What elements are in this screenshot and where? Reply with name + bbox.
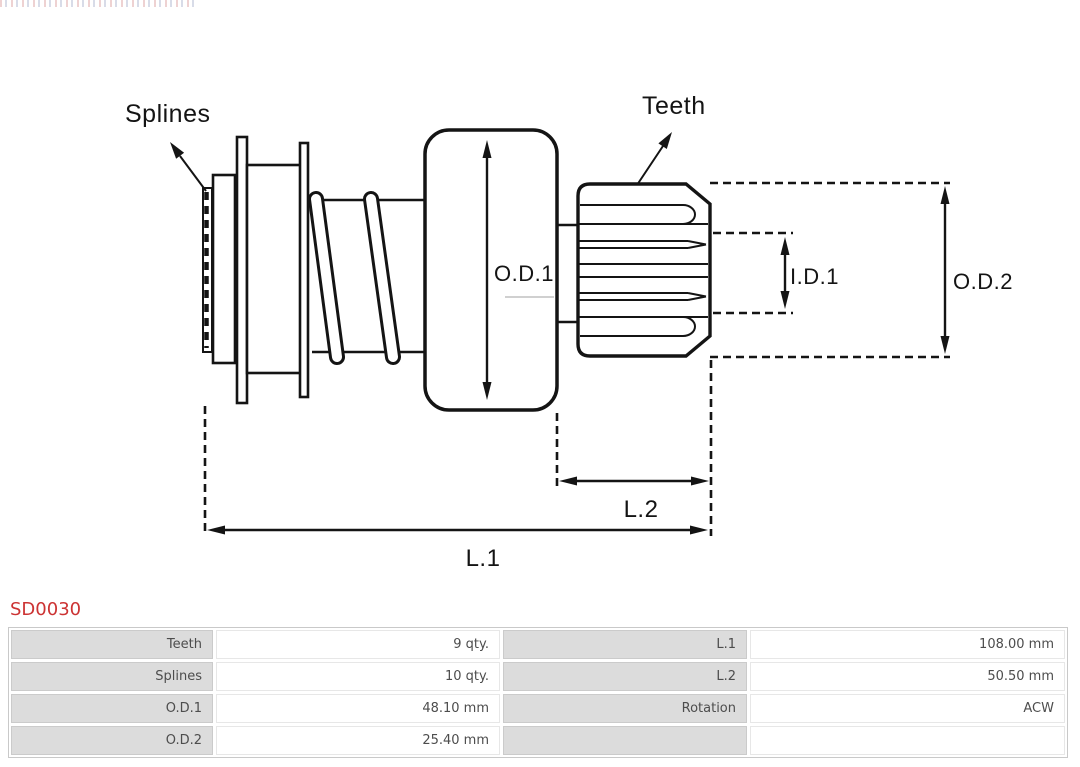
splined-shaft (202, 135, 310, 405)
shaft-neck (556, 223, 579, 324)
teeth-arrowhead (658, 132, 672, 149)
spec-value: 48.10 mm (216, 694, 500, 723)
clutch-body: O.D.1 (423, 128, 559, 412)
od1-dimension-arrow (482, 140, 492, 400)
od2-dimension: O.D.2 (940, 186, 1013, 354)
starter-drive-diagram: O.D.1 Splines (125, 92, 1013, 572)
spec-value: 10 qty. (216, 662, 500, 691)
pinion-teeth (578, 204, 708, 337)
l2-dimension-arrow (559, 476, 709, 486)
label-od2: O.D.2 (953, 269, 1013, 294)
l1-dimension-arrow (207, 525, 708, 535)
l2-dimension: L.2 (559, 476, 709, 523)
spec-value: 25.40 mm (216, 726, 500, 755)
label-od1: O.D.1 (494, 261, 554, 286)
spec-label: L.2 (503, 662, 747, 691)
spec-value: 9 qty. (216, 630, 500, 659)
spec-label: O.D.1 (11, 694, 213, 723)
spec-label: Rotation (503, 694, 747, 723)
spec-value: ACW (750, 694, 1065, 723)
spec-value (750, 726, 1065, 755)
label-teeth: Teeth (642, 92, 706, 120)
teeth-callout: Teeth (636, 92, 706, 186)
part-diagram-svg: O.D.1 Splines (125, 92, 1013, 572)
flange-disc-1 (235, 135, 249, 405)
spec-label: Teeth (11, 630, 213, 659)
spec-label: O.D.2 (11, 726, 213, 755)
cropped-watermark-strip (0, 0, 195, 7)
part-number: SD0030 (10, 599, 82, 620)
spec-value: 50.50 mm (750, 662, 1065, 691)
splines-callout: Splines (125, 100, 211, 192)
spec-value: 108.00 mm (750, 630, 1065, 659)
spring (308, 191, 425, 365)
id1-dimension: I.D.1 (780, 237, 839, 309)
l1-dimension: L.1 (207, 525, 708, 572)
label-id1: I.D.1 (790, 264, 839, 289)
pinion-gear (576, 182, 712, 358)
label-l1: L.1 (466, 545, 501, 572)
flange-disc-2 (298, 141, 310, 399)
splines-arrowhead (170, 142, 185, 159)
spec-label: Splines (11, 662, 213, 691)
label-l2: L.2 (624, 496, 659, 523)
extension-lines (203, 181, 950, 536)
label-splines: Splines (125, 100, 211, 128)
spec-label: L.1 (503, 630, 747, 659)
spec-label (503, 726, 747, 755)
od2-dimension-arrow (940, 186, 950, 354)
id1-dimension-arrow (780, 237, 790, 309)
spec-table: Teeth 9 qty. L.1 108.00 mm Splines 10 qt… (8, 627, 1068, 758)
